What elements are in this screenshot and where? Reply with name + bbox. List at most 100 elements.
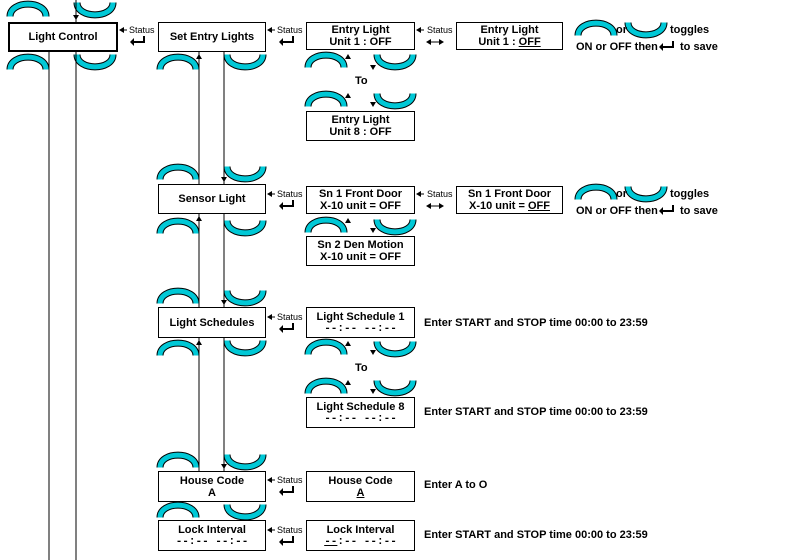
enter-arrow-head (279, 538, 283, 546)
light-schedule-1-title: Light Schedule 1 (316, 310, 405, 323)
arrowhead-icon (345, 218, 351, 223)
arrowhead-icon (345, 380, 351, 385)
schedule-8-note: Enter START and STOP time 00:00 to 23:59 (424, 406, 648, 418)
status-label: Status (427, 25, 453, 35)
schedule-1-note: Enter START and STOP time 00:00 to 23:59 (424, 317, 648, 329)
enter-arrow-head (130, 38, 134, 46)
arrowhead-icon (416, 191, 421, 197)
arc-icon (374, 379, 416, 396)
to-label: To (355, 362, 368, 374)
arrowhead-icon (345, 93, 351, 98)
arc-icon (224, 503, 266, 520)
entry-light-unit1-value: Unit 1 : OFF (329, 36, 392, 48)
sn1-front-door-edit-box[interactable]: Sn 1 Front Door X-10 unit = OFF (456, 186, 563, 214)
arc-icon (374, 92, 416, 109)
light-schedules-label: Light Schedules (169, 316, 255, 329)
arc-icon (157, 288, 199, 305)
arrowhead-icon (221, 464, 227, 469)
entry-light-unit1-edit-box[interactable]: Entry Light Unit 1 : OFF (456, 22, 563, 50)
on-or-off-label: ON or OFF then (576, 205, 658, 217)
arc-icon (374, 218, 416, 235)
arrowhead-icon (119, 27, 124, 33)
lock-interval-edit-box[interactable]: Lock Interval --:-- --:-- (306, 520, 415, 551)
arrowhead-icon (267, 27, 272, 33)
arrow-icons (73, 15, 674, 546)
status-label: Status (277, 25, 303, 35)
entry-light-unit8-box[interactable]: Entry Light Unit 8 : OFF (306, 111, 415, 141)
arc-icon (305, 378, 347, 395)
arc-icon (374, 340, 416, 357)
arc-icon (157, 502, 199, 519)
arrowhead-icon (426, 203, 431, 209)
entry-light-unit1-edit-title: Entry Light (480, 24, 539, 36)
enter-arrow-stem (133, 36, 145, 43)
entry-light-unit1-box[interactable]: Entry Light Unit 1 : OFF (306, 22, 415, 50)
house-code-box[interactable]: House Code A (158, 471, 266, 502)
light-schedule-8-box[interactable]: Light Schedule 8 --:-- --:-- (306, 397, 415, 428)
light-schedule-1-box[interactable]: Light Schedule 1 --:-- --:-- (306, 307, 415, 338)
arc-icon (625, 21, 667, 38)
lock-interval-box[interactable]: Lock Interval --:-- --:-- (158, 520, 266, 551)
arc-icon (305, 217, 347, 234)
arrowhead-icon (73, 15, 79, 20)
sn2-den-motion-box[interactable]: Sn 2 Den Motion X-10 unit = OFF (306, 236, 415, 266)
light-schedule-8-times: --:-- --:-- (324, 412, 397, 425)
arc-icon (157, 164, 199, 181)
house-code-value: A (208, 486, 216, 499)
house-code-note: Enter A to O (424, 479, 488, 491)
sensor-light-box[interactable]: Sensor Light (158, 184, 266, 214)
arc-icon (575, 184, 617, 201)
enter-arrow-icon (279, 200, 294, 210)
arrowhead-icon (267, 477, 272, 483)
lock-interval-note: Enter START and STOP time 00:00 to 23:59 (424, 529, 648, 541)
house-code-edit-box[interactable]: House Code A (306, 471, 415, 502)
arrowhead-icon (196, 54, 202, 59)
status-label: Status (277, 475, 303, 485)
enter-arrow-head (659, 207, 663, 215)
sn1-front-door-value: X-10 unit = OFF (320, 200, 401, 212)
sn1-front-door-edit-value: X-10 unit = OFF (469, 200, 550, 212)
arrowhead-icon (439, 203, 444, 209)
light-control-box[interactable]: Light Control (8, 22, 118, 52)
sn1-front-door-title: Sn 1 Front Door (318, 188, 403, 200)
status-label: Status (277, 525, 303, 535)
arc-icon (305, 339, 347, 356)
arrowhead-icon (439, 39, 444, 45)
enter-arrow-head (279, 488, 283, 496)
on-or-off-label: ON or OFF then (576, 41, 658, 53)
to-label: To (355, 75, 368, 87)
set-entry-lights-box[interactable]: Set Entry Lights (158, 22, 266, 52)
sn2-den-motion-title: Sn 2 Den Motion (317, 239, 404, 251)
to-save-label: to save (680, 205, 718, 217)
house-code-edit-title: House Code (328, 474, 393, 487)
status-label: Status (129, 25, 155, 35)
arc-icon (7, 1, 49, 18)
arc-icon (7, 54, 49, 71)
arc-icons (6, 0, 668, 521)
arrowhead-icon (221, 177, 227, 182)
arrowhead-icon (267, 527, 272, 533)
enter-arrow-icon (659, 205, 674, 215)
arc-icon (224, 165, 266, 182)
enter-arrow-head (279, 325, 283, 333)
arc-icon (575, 20, 617, 37)
arrowhead-icon (345, 54, 351, 59)
enter-arrow-icon (279, 36, 294, 46)
enter-arrow-stem (282, 486, 294, 493)
enter-arrow-icon (279, 486, 294, 496)
arc-icon (224, 219, 266, 236)
arrowhead-icon (196, 340, 202, 345)
arrowhead-icon (370, 228, 376, 233)
arc-icon (157, 218, 199, 235)
arc-icon (305, 91, 347, 108)
arrowhead-icon (196, 216, 202, 221)
connector-lines (48, 0, 225, 560)
lock-interval-edit-times: --:-- --:-- (324, 535, 397, 548)
light-control-label: Light Control (28, 31, 98, 43)
light-schedules-box[interactable]: Light Schedules (158, 307, 266, 338)
arrowhead-icon (370, 65, 376, 70)
light-schedule-8-title: Light Schedule 8 (316, 400, 405, 413)
set-entry-lights-label: Set Entry Lights (169, 31, 255, 43)
sn1-front-door-box[interactable]: Sn 1 Front Door X-10 unit = OFF (306, 186, 415, 214)
